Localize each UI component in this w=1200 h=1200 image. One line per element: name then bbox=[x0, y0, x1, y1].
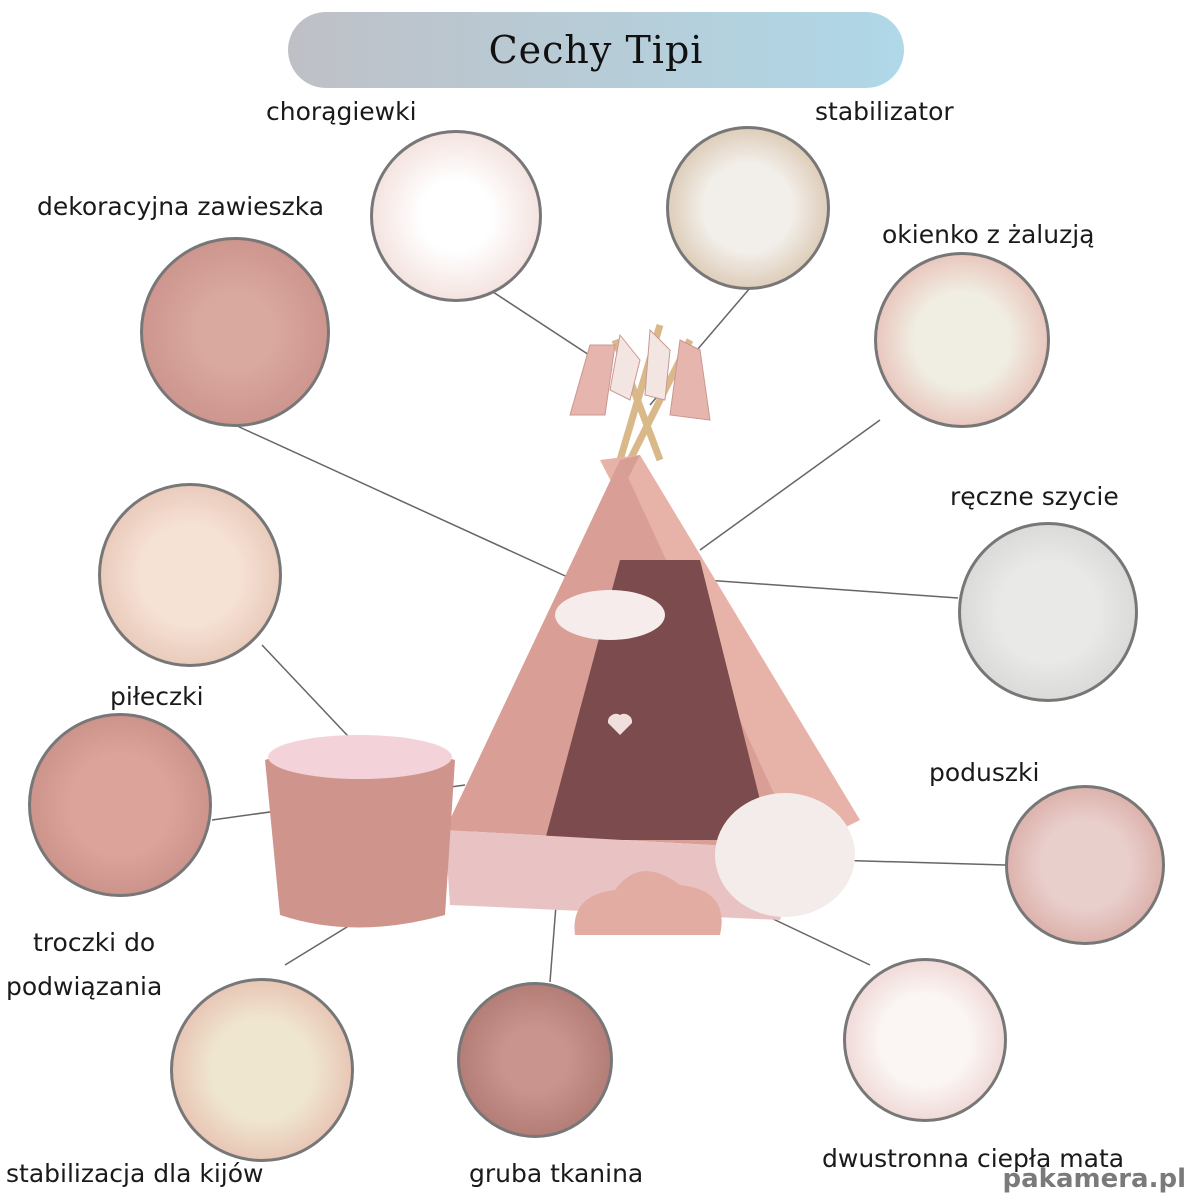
circle-troczki bbox=[28, 713, 212, 897]
tent-side bbox=[600, 455, 860, 850]
round-pillow bbox=[715, 793, 855, 917]
circle-mata bbox=[843, 958, 1007, 1122]
label-poduszki: poduszki bbox=[929, 758, 1040, 787]
page-title: Cechy Tipi bbox=[488, 28, 704, 72]
label-troczki-2: podwiązania bbox=[6, 972, 163, 1001]
label-mata: dwustronna ciepła mata bbox=[822, 1144, 1125, 1173]
circle-poduszki bbox=[1005, 785, 1165, 945]
label-zawieszka: dekoracyjna zawieszka bbox=[37, 192, 325, 221]
label-tkanina: gruba tkanina bbox=[469, 1159, 644, 1188]
line-okienko bbox=[699, 419, 881, 551]
circle-szycie bbox=[958, 522, 1138, 702]
circle-stabilizator bbox=[666, 126, 830, 290]
cloud-hanger bbox=[555, 590, 665, 640]
label-troczki-1: troczki do bbox=[33, 928, 156, 957]
circle-pileczki bbox=[98, 483, 282, 667]
basket bbox=[265, 745, 455, 928]
watermark: pakamera.pl bbox=[1002, 1164, 1187, 1194]
circle-stabilizacja bbox=[170, 978, 354, 1162]
line-zawieszka bbox=[234, 424, 586, 586]
title-banner: Cechy Tipi bbox=[288, 12, 904, 88]
label-pileczki: piłeczki bbox=[110, 682, 204, 711]
label-choragiewki: chorągiewki bbox=[266, 97, 417, 126]
label-okienko: okienko z żaluzją bbox=[882, 220, 1095, 249]
flags bbox=[569, 328, 711, 421]
circle-okienko bbox=[874, 252, 1050, 428]
circle-choragiewki bbox=[370, 130, 542, 302]
label-szycie: ręczne szycie bbox=[950, 482, 1119, 511]
label-stabilizacja: stabilizacja dla kijów bbox=[6, 1159, 264, 1188]
circle-zawieszka bbox=[140, 237, 330, 427]
circle-tkanina bbox=[457, 982, 613, 1138]
cloud-pillow bbox=[574, 871, 722, 935]
label-stabilizator: stabilizator bbox=[815, 97, 954, 126]
